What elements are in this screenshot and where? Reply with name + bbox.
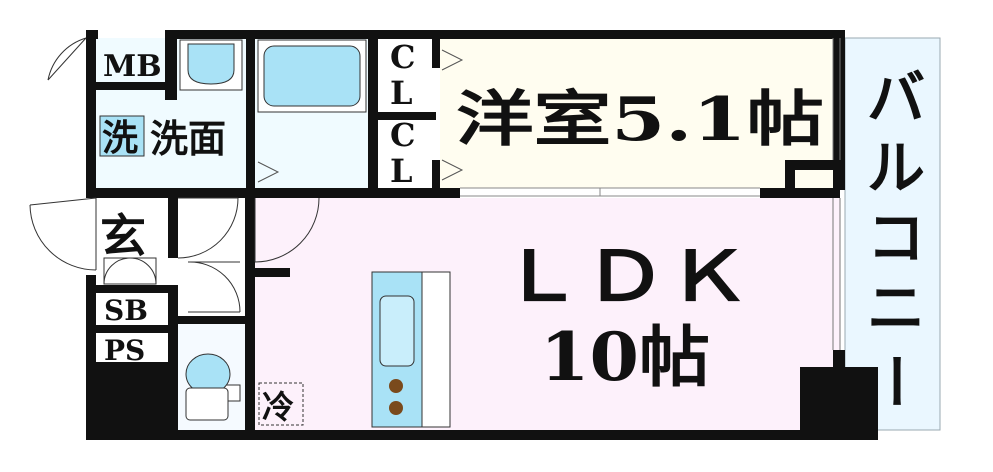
wall-closet-stub: [785, 160, 835, 170]
ldk-floor: [255, 198, 840, 430]
bathtub: [257, 39, 367, 113]
wall-left-lower: [86, 275, 96, 435]
wall-wash-left: [165, 30, 177, 100]
kitchen-counter: [371, 271, 451, 428]
wall-closet-mid: [378, 112, 436, 120]
fridge-space: [258, 382, 304, 426]
meter-box-label: MB: [103, 49, 162, 84]
washroom-label: 洗面: [150, 116, 226, 161]
structural-column: [800, 367, 878, 440]
wall-mid-right: [760, 188, 840, 198]
wall-shoe-box-top: [96, 285, 176, 293]
balcony-floor: [844, 37, 941, 431]
window-ldk: [832, 198, 841, 350]
entrance-label: 玄: [100, 209, 146, 263]
wall-left-mid: [86, 188, 96, 198]
balcony-char: バ: [867, 64, 925, 132]
wall-shoe-box-mid: [96, 325, 176, 333]
wall-mid-horizontal: [96, 188, 460, 198]
door-shoe-box: [103, 257, 157, 285]
wall-ps-block: [86, 362, 178, 435]
laundry-mark-box: [99, 115, 145, 157]
stove-burner-icon: [389, 379, 403, 393]
laundry-mark-label: 洗: [102, 117, 138, 159]
wall-ps-right: [168, 285, 178, 435]
ldk-label: ＬＤＫ: [500, 237, 750, 317]
wall-left-upper: [86, 30, 96, 190]
wall-right-upper: [833, 30, 845, 190]
balcony-char: ル: [867, 134, 925, 202]
closet-upper-label: L: [390, 74, 413, 112]
door-hall: [177, 197, 239, 259]
pipe-space-label: PS: [104, 334, 145, 367]
wall-wash-bath: [246, 38, 255, 190]
closet-door-marks: [257, 49, 464, 183]
stove-burner-icon: [389, 401, 403, 415]
ldk-size-label: 10帖: [540, 318, 710, 396]
closet-lower-label: C: [390, 116, 415, 154]
wall-entrance-right: [168, 198, 178, 258]
wall-top: [165, 30, 845, 39]
shoe-box-label: SB: [104, 294, 148, 327]
door-mb: [47, 37, 87, 81]
closet-upper-label: C: [390, 38, 415, 76]
balcony-char: ー: [861, 352, 929, 410]
wall-toilet-right: [245, 198, 255, 435]
balcony-label: バ ル コ ニ ー: [861, 64, 929, 410]
fridge-label: 冷: [262, 388, 294, 426]
wall-closet-stub-v: [785, 160, 795, 190]
door-ldk: [254, 197, 320, 263]
washbasin: [179, 39, 243, 91]
wall-closet-right: [432, 38, 440, 68]
sliding-door-western: [460, 187, 760, 197]
western-room-label: 洋室5.1帖: [456, 85, 824, 155]
western-room-floor: [440, 38, 835, 188]
wall-mb: [96, 82, 166, 90]
toilet: [185, 353, 241, 421]
window-western: [832, 38, 841, 160]
wall-bottom: [86, 430, 846, 440]
balcony-char: コ: [867, 204, 925, 272]
closet-lower-label: L: [390, 152, 413, 190]
balcony-char: ニ: [867, 274, 925, 342]
door-toilet: [187, 261, 241, 313]
door-entrance: [29, 197, 97, 271]
wall-ldk-stub: [255, 268, 290, 277]
wall-closet-right-low: [432, 160, 440, 190]
hall-floor: [178, 198, 250, 318]
wall-right-lower: [833, 350, 845, 370]
wall-bath-closet: [368, 38, 378, 190]
wall-toilet-top: [178, 316, 250, 324]
